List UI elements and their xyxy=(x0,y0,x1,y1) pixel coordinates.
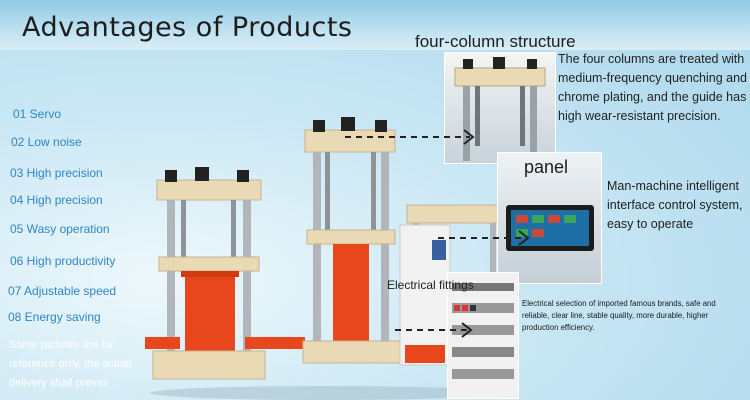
four-column-machine-image xyxy=(454,57,546,161)
advantage-item: 03 High precision xyxy=(10,166,103,180)
advantage-item: 04 High precision xyxy=(10,193,103,207)
advantage-item: 01 Servo xyxy=(13,107,62,121)
electrical-description: Electrical selection of imported famous … xyxy=(522,299,716,332)
press-machines-illustration xyxy=(145,117,503,400)
left-press-machine xyxy=(145,167,305,380)
right-press-machine xyxy=(399,204,503,366)
middle-press-machine xyxy=(302,117,402,364)
structure-title: four-column structure xyxy=(415,32,576,51)
advantage-item: 08 Energy saving xyxy=(8,310,101,324)
page-title: Advantages of Products xyxy=(22,12,353,43)
electrical-title: Electrical fittings xyxy=(387,278,474,292)
advantage-item: 07 Adjustable speed xyxy=(8,284,117,298)
panel-photo xyxy=(497,152,602,284)
structure-description: The four columns are treated with medium… xyxy=(558,52,748,123)
electrical-cabinet-image xyxy=(452,283,514,379)
disclaimer-note: Some pictures are for reference only, th… xyxy=(9,339,132,389)
panel-description: Man-machine intelligent interface contro… xyxy=(607,179,743,231)
advantage-item: 06 High productivity xyxy=(10,254,116,268)
advantage-item: 05 Wasy operation xyxy=(10,222,110,236)
panel-title: panel xyxy=(524,157,569,177)
title-bar xyxy=(0,0,750,50)
advantage-item: 02 Low noise xyxy=(11,135,82,149)
electrical-photo xyxy=(447,272,519,399)
